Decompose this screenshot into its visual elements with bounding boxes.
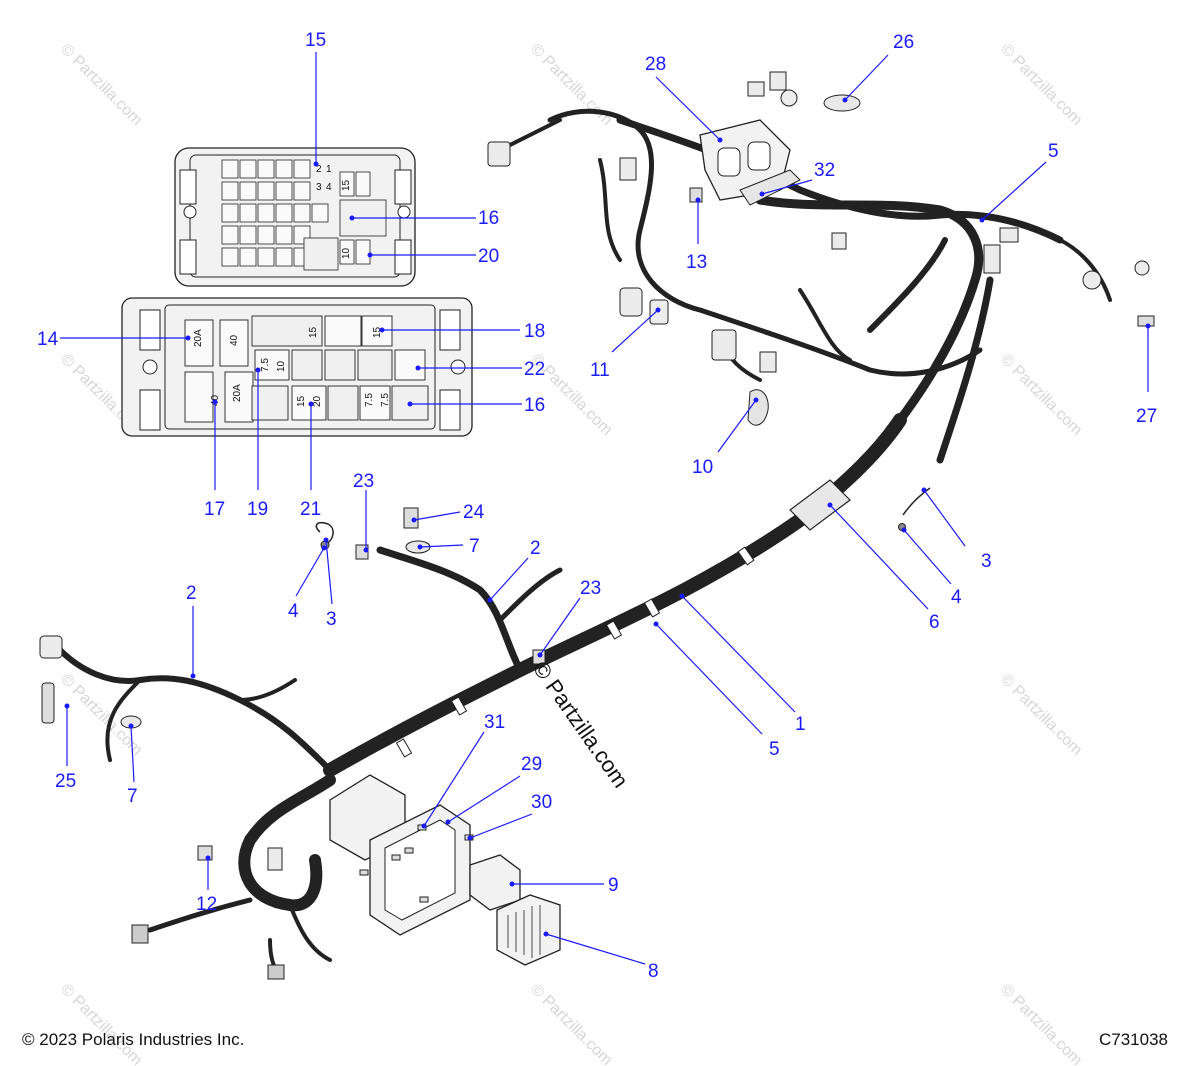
components <box>39 71 1155 980</box>
callout-15: 15 <box>305 30 326 51</box>
fuse-rating-label: 20A <box>193 329 204 347</box>
watermark: © Partzilla.com <box>997 41 1085 129</box>
callout-9: 9 <box>608 875 619 896</box>
callout-28: 28 <box>645 54 666 75</box>
callout-6: 6 <box>929 612 940 633</box>
fuse-rating-label: 7.5 <box>364 393 375 407</box>
fuse-rating-label: 15 <box>341 179 352 191</box>
callout-21: 21 <box>300 499 321 520</box>
callout-2: 2 <box>530 538 541 559</box>
footer-copyright: © 2023 Polaris Industries Inc. <box>22 1030 245 1049</box>
fuse-rating-label: 10 <box>276 360 287 372</box>
relay-terminal-label: 4 <box>326 182 332 193</box>
leader-lines <box>60 52 1151 965</box>
callout-3: 3 <box>326 609 337 630</box>
callout-20: 20 <box>478 246 499 267</box>
callout-19: 19 <box>247 499 268 520</box>
callout-2: 2 <box>186 583 197 604</box>
callout-32: 32 <box>814 160 835 181</box>
fuse-rating-label: 10 <box>341 247 352 259</box>
fuse-rating-label: 40 <box>229 334 240 346</box>
watermark: © Partzilla.com <box>997 671 1085 759</box>
fuse-rating-label: 15 <box>308 326 319 338</box>
callout-30: 30 <box>531 792 552 813</box>
upper-fuse-box: 2 1 3 4 15 10 <box>174 147 416 287</box>
watermark: © Partzilla.com <box>997 351 1085 439</box>
fuse-rating-label: 15 <box>372 326 383 338</box>
callout-16: 16 <box>478 208 499 229</box>
lower-fuse-box: 20A 40 20A 40 7.5 10 15 15 15 20 7.5 7.5 <box>121 297 473 437</box>
callout-31: 31 <box>484 712 505 733</box>
callout-11: 11 <box>590 360 610 381</box>
callout-12: 12 <box>196 894 217 915</box>
callout-23: 23 <box>580 578 601 599</box>
callout-16: 16 <box>524 395 545 416</box>
callout-23: 23 <box>353 471 374 492</box>
callout-14: 14 <box>37 329 59 350</box>
fuse-rating-label: 20 <box>312 395 323 407</box>
callout-10: 10 <box>692 457 713 478</box>
watermark: © Partzilla.com <box>527 981 615 1066</box>
fuse-rating-label: 7.5 <box>380 393 391 407</box>
relay-terminal-label: 3 <box>316 182 322 193</box>
relay-terminal-label: 2 <box>316 164 322 175</box>
callout-25: 25 <box>55 771 76 792</box>
callout-18: 18 <box>524 321 545 342</box>
callout-17: 17 <box>204 499 225 520</box>
callout-24: 24 <box>463 502 485 523</box>
fuse-rating-label: 15 <box>296 395 307 407</box>
watermark: © Partzilla.com <box>527 41 615 129</box>
watermark: © Partzilla.com <box>57 981 145 1066</box>
callout-1: 1 <box>795 714 806 735</box>
watermark: © Partzilla.com <box>57 41 145 129</box>
callout-4: 4 <box>288 601 299 622</box>
watermark: © Partzilla.com <box>997 981 1085 1066</box>
callout-27: 27 <box>1136 406 1157 427</box>
callout-7: 7 <box>127 786 138 807</box>
callout-8: 8 <box>648 961 659 982</box>
callout-26: 26 <box>893 32 914 53</box>
relay-terminal-label: 1 <box>326 164 332 175</box>
callout-5: 5 <box>1048 141 1059 162</box>
callout-3: 3 <box>981 551 992 572</box>
callout-5: 5 <box>769 739 780 760</box>
center-watermark: © Partzilla.com <box>528 657 634 793</box>
callout-29: 29 <box>521 754 542 775</box>
callout-22: 22 <box>524 359 545 380</box>
callout-labels: 15 16 20 14 18 22 16 17 19 21 28 26 32 5… <box>37 30 1157 982</box>
callout-4: 4 <box>951 587 962 608</box>
callout-13: 13 <box>686 252 707 273</box>
callout-7: 7 <box>469 536 480 557</box>
main-harness <box>57 108 1112 977</box>
fuse-rating-label: 20A <box>232 384 243 402</box>
drawing-code: C731038 <box>1098 1030 1168 1049</box>
fuse-rating-label: 7.5 <box>260 358 271 372</box>
